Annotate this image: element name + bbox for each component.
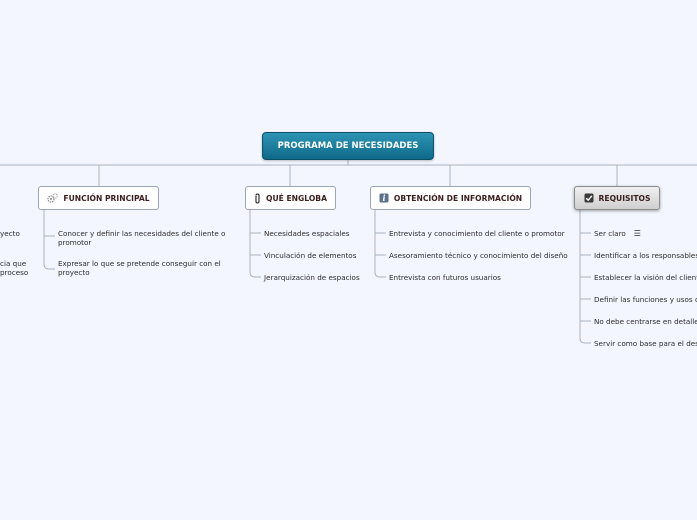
- topic-requisitos[interactable]: REQUISITOS: [574, 186, 660, 210]
- svg-text:i: i: [382, 193, 385, 203]
- list-item[interactable]: Vinculación de elementos: [264, 251, 357, 260]
- list-item[interactable]: Entrevista y conocimiento del cliente o …: [389, 229, 565, 238]
- list-item[interactable]: yecto: [0, 229, 20, 238]
- topic-label: FUNCIÓN PRINCIPAL: [63, 193, 150, 203]
- list-item[interactable]: cia que: [0, 259, 27, 268]
- root-topic-label: PROGRAMA DE NECESIDADES: [277, 141, 419, 151]
- topic-label: OBTENCIÓN DE INFORMACIÓN: [393, 193, 523, 203]
- topic-obtencion-de-informacion[interactable]: i OBTENCIÓN DE INFORMACIÓN: [370, 186, 531, 210]
- list-item[interactable]: Ser claro ☰: [594, 229, 641, 238]
- list-item[interactable]: Servir como base para el desa: [594, 339, 697, 348]
- list-item[interactable]: Necesidades espaciales: [264, 229, 350, 238]
- checkbox-icon: [584, 193, 594, 203]
- notes-icon[interactable]: ☰: [633, 229, 641, 238]
- topic-label: QUÉ ENGLOBA: [266, 193, 327, 203]
- gears-icon: [47, 193, 59, 203]
- topic-que-engloba[interactable]: QUÉ ENGLOBA: [245, 186, 336, 210]
- topic-label: REQUISITOS: [598, 193, 651, 203]
- list-item[interactable]: No debe centrarse en detalles: [594, 317, 697, 326]
- list-item[interactable]: Jerarquización de espacios: [264, 273, 360, 282]
- paperclip-icon: [254, 192, 261, 204]
- root-topic[interactable]: PROGRAMA DE NECESIDADES: [262, 132, 434, 160]
- info-icon: i: [379, 193, 389, 203]
- topic-funcion-principal[interactable]: FUNCIÓN PRINCIPAL: [38, 186, 159, 210]
- list-item[interactable]: Asesoramiento técnico y conocimiento del…: [389, 251, 568, 260]
- list-item[interactable]: Entrevista con futuros usuarios: [389, 273, 501, 282]
- list-item[interactable]: Definir las funciones y usos d: [594, 295, 697, 304]
- list-item[interactable]: Identificar a los responsables: [594, 251, 697, 260]
- list-item-label: Ser claro: [594, 229, 626, 238]
- list-item[interactable]: proceso: [0, 268, 29, 277]
- list-item[interactable]: Conocer y definir las necesidades del cl…: [58, 229, 226, 247]
- list-item[interactable]: Establecer la visión del cliente: [594, 273, 697, 282]
- list-item[interactable]: Expresar lo que se pretende conseguir co…: [58, 259, 221, 277]
